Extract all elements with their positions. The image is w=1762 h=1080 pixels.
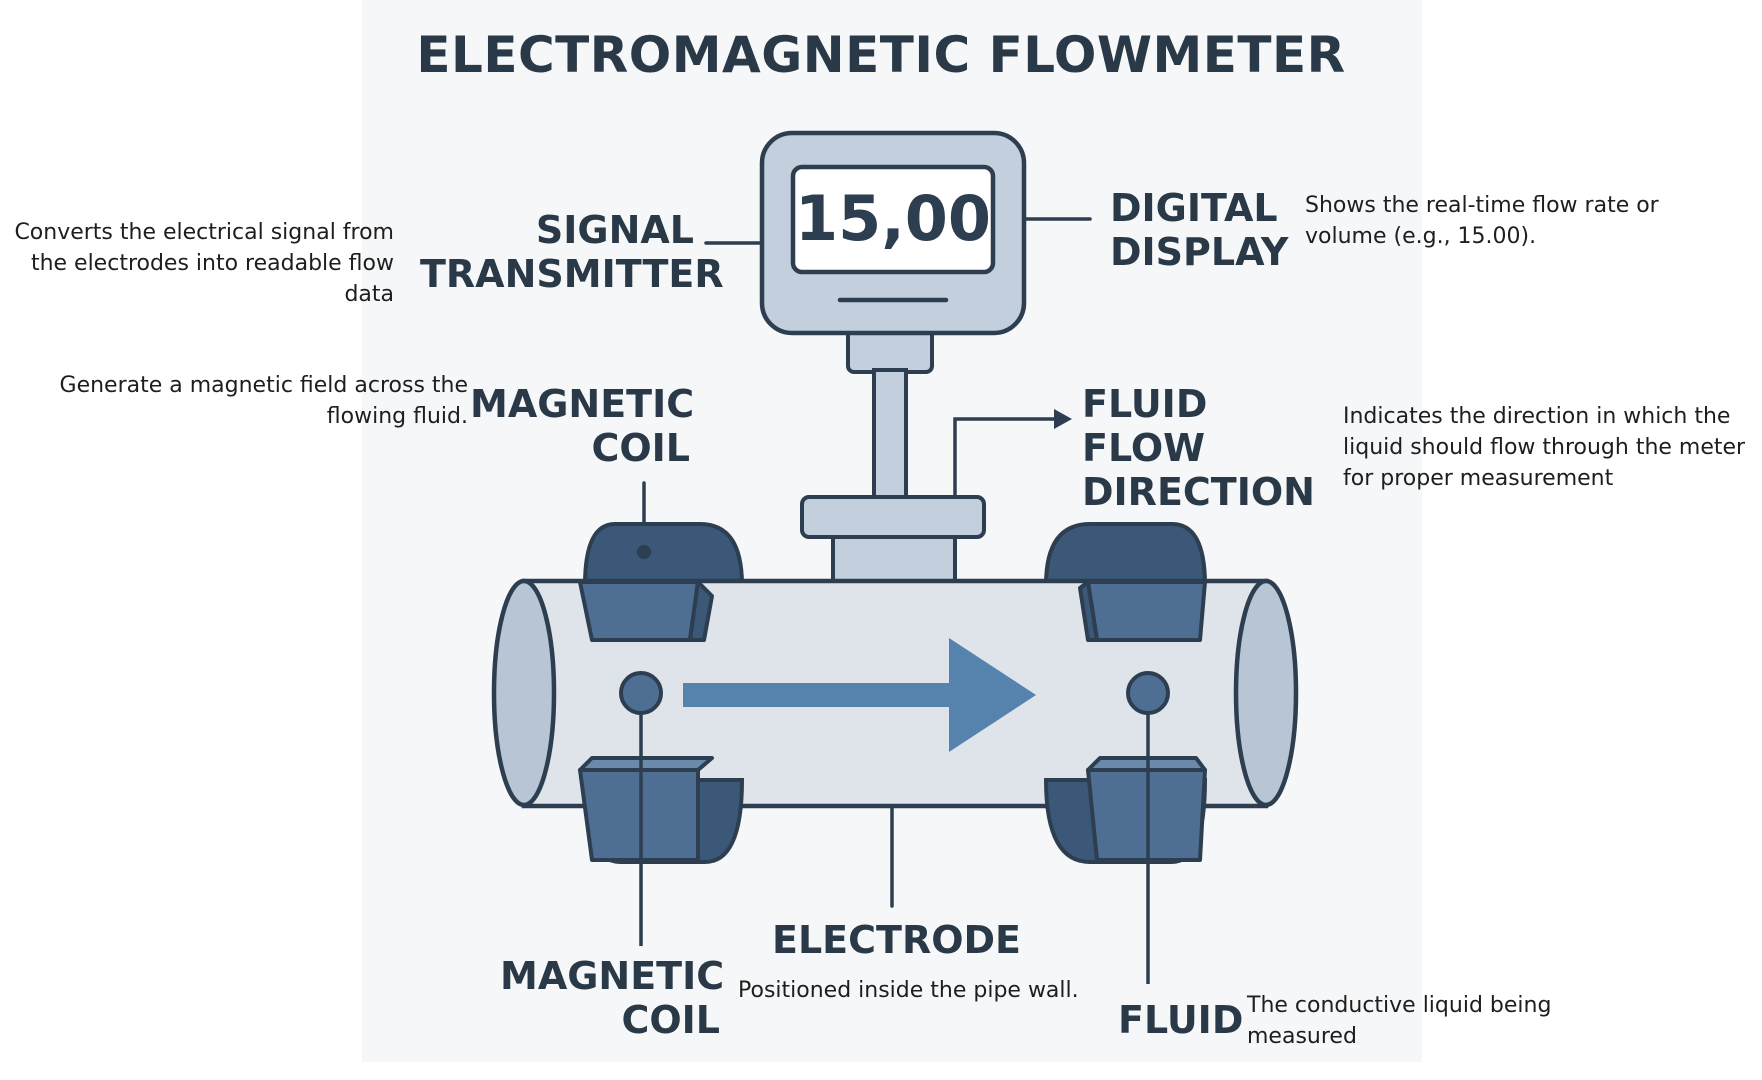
pipe-left-end [491,578,557,808]
display-value: 15,00 [795,182,991,255]
transmitter-stem [872,368,908,502]
label-magnetic-coil-top: MAGNETIC COIL [470,382,695,470]
label-signal-transmitter: SIGNAL TRANSMITTER [420,208,724,296]
left-coil-bottom [578,756,714,862]
right-coil-back [1043,522,1208,587]
digital-display-screen [790,164,996,275]
label-fluid-flow-direction: FLUID FLOW DIRECTION [1082,382,1315,514]
left-electrode [619,671,663,715]
desc-fluid: The conductive liquid being measured [1247,993,1552,1049]
left-coil-back [582,522,745,587]
flow-arrow-head [949,638,1036,752]
label-fluid: FLUID [1118,998,1244,1042]
fluid-flow-direction-leader [953,417,1060,498]
flow-arrow-shaft [683,683,951,707]
label-magnetic-coil-bottom: MAGNETIC COIL [500,954,725,1042]
label-digital-display: DIGITAL DISPLAY [1110,186,1289,274]
right-coil-top [1078,580,1207,642]
left-coil-top [578,580,714,642]
label-electrode: ELECTRODE [772,918,1022,962]
desc-digital-display: Shows the real-time flow rate or volume … [1305,193,1659,249]
desc-fluid-flow-direction: Indicates the direction in which the liq… [1343,404,1746,491]
coil-pointer-dot [637,545,651,559]
desc-signal-transmitter: Converts the electrical signal from the … [14,220,394,307]
stem-flange [800,495,986,539]
right-electrode [1126,671,1170,715]
fluid-flow-direction-arrowhead [1054,409,1072,429]
desc-electrode: Positioned inside the pipe wall. [738,978,1079,1003]
leader-lines [642,217,1092,908]
desc-magnetic-coil: Generate a magnetic field across the flo… [59,373,468,429]
pipe-right-end [1233,578,1299,808]
page-title: ELECTROMAGNETIC FLOWMETER [416,26,1346,84]
